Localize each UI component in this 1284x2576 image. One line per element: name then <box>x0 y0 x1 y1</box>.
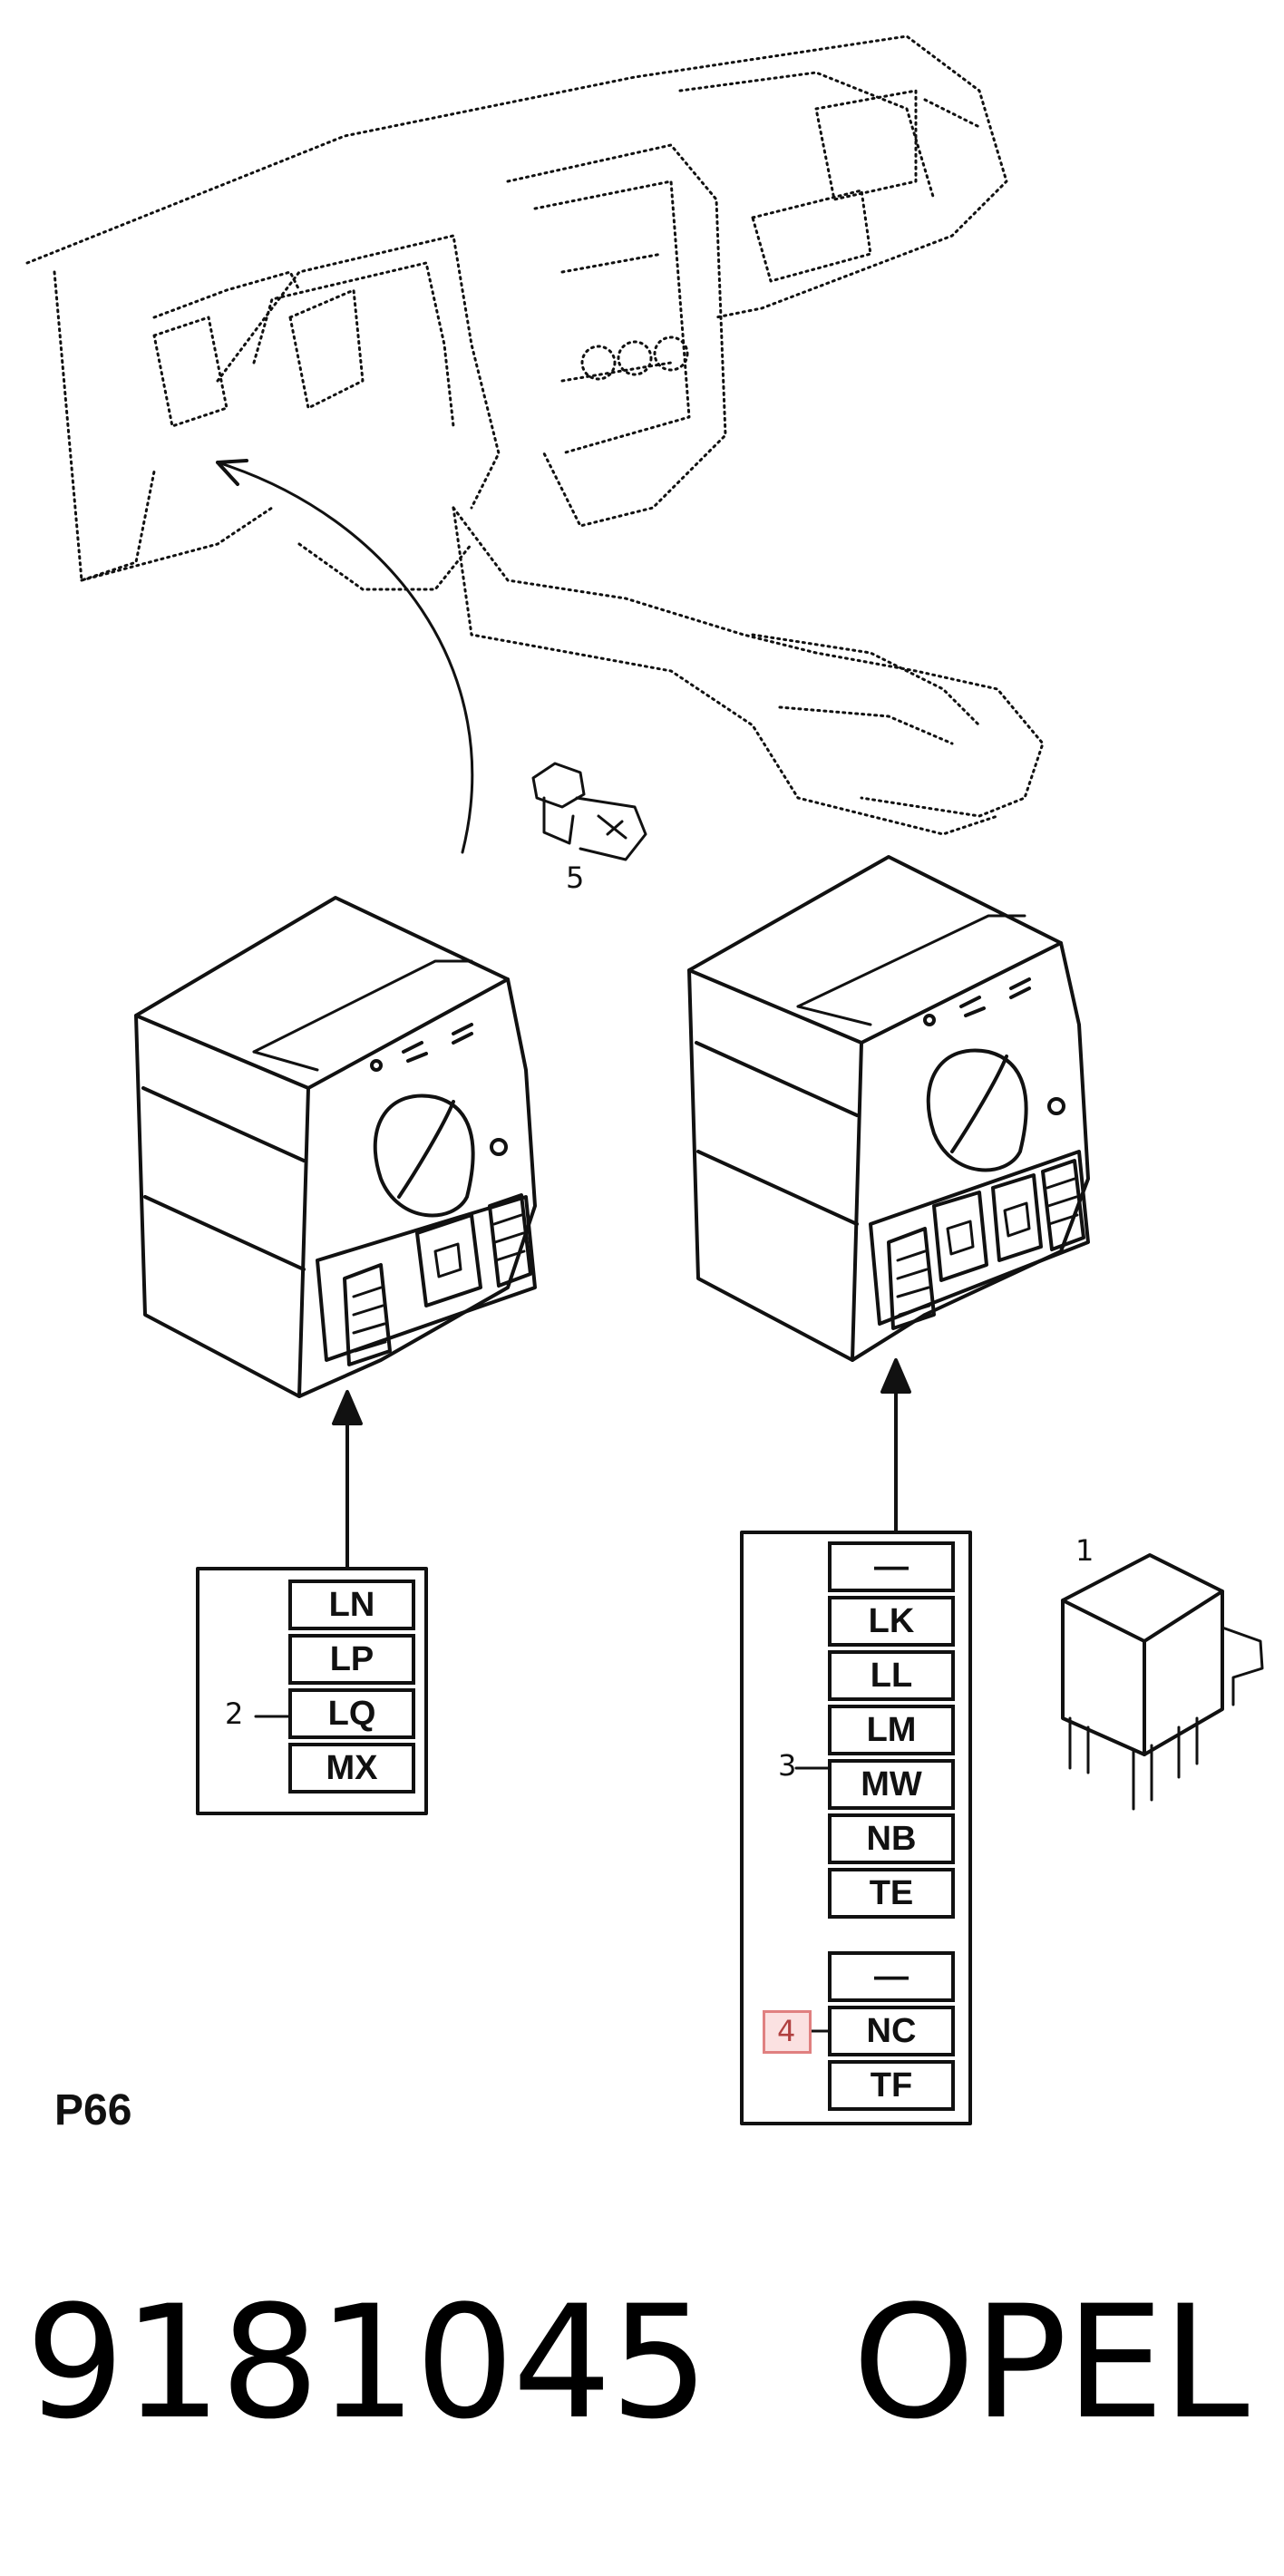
light-switch-module-left <box>134 896 537 1398</box>
page-reference: P66 <box>54 2086 132 2134</box>
code-box: MX <box>288 1743 415 1793</box>
bulb-icon <box>531 762 647 861</box>
callout-1: 1 <box>1075 1533 1094 1568</box>
code-box: — <box>828 1951 955 2002</box>
code-box: LP <box>288 1634 415 1685</box>
relay-icon <box>1061 1553 1264 1811</box>
group2-frame <box>196 1567 428 1815</box>
callout-3: 3 <box>778 1748 797 1783</box>
callout-4-highlight <box>763 2010 812 2054</box>
callout-2: 2 <box>225 1696 244 1731</box>
dashboard-illustration <box>25 34 1045 836</box>
code-box: — <box>828 1541 955 1592</box>
code-box: NC <box>828 2006 955 2056</box>
part-number: 9181045 <box>25 2271 709 2454</box>
code-box: LL <box>828 1650 955 1701</box>
code-box: LM <box>828 1705 955 1755</box>
code-box: LQ <box>288 1688 415 1739</box>
code-box: TE <box>828 1868 955 1919</box>
arrow-to-dashboard <box>216 461 474 854</box>
brand-name: OPEL <box>852 2271 1250 2454</box>
code-box: MW <box>828 1759 955 1810</box>
arrow-icon <box>332 1358 911 1570</box>
callout-5: 5 <box>566 860 585 895</box>
group3-frame <box>740 1531 972 2125</box>
code-box: NB <box>828 1813 955 1864</box>
callout-4: 4 <box>777 2014 796 2048</box>
light-switch-module-right <box>687 855 1090 1362</box>
code-box: TF <box>828 2060 955 2111</box>
code-box: LK <box>828 1596 955 1647</box>
code-box: LN <box>288 1580 415 1630</box>
